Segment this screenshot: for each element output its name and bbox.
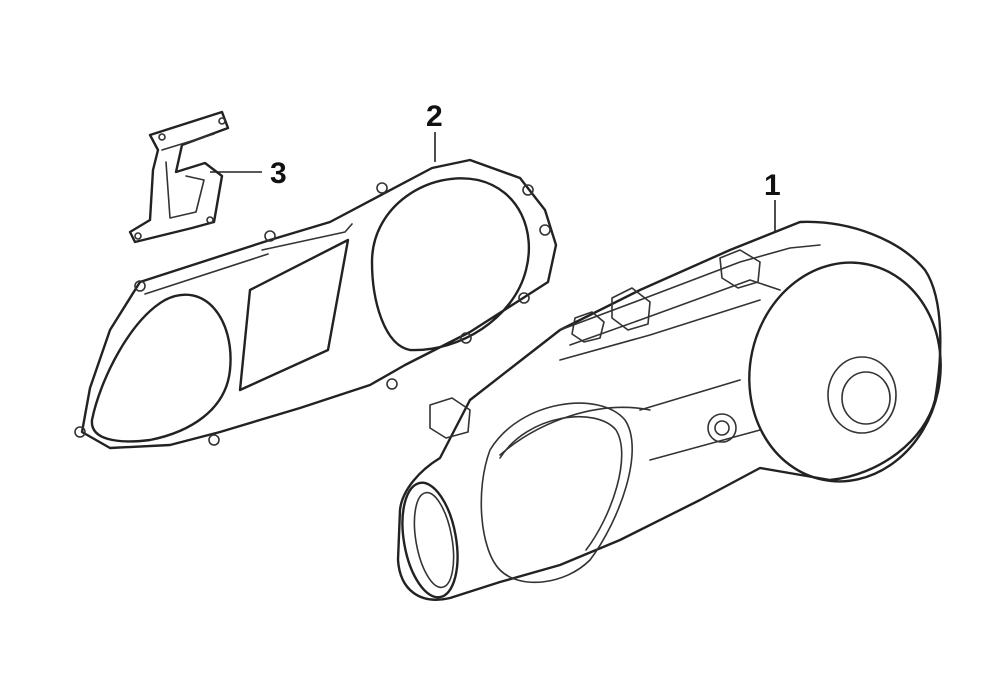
part-1-cover — [396, 220, 942, 601]
callout-3: 3 — [270, 157, 287, 190]
part-2-gasket — [74, 158, 558, 450]
callout-1: 1 — [764, 169, 781, 202]
callout-2: 2 — [426, 100, 443, 133]
part-3-bracket — [128, 110, 230, 244]
